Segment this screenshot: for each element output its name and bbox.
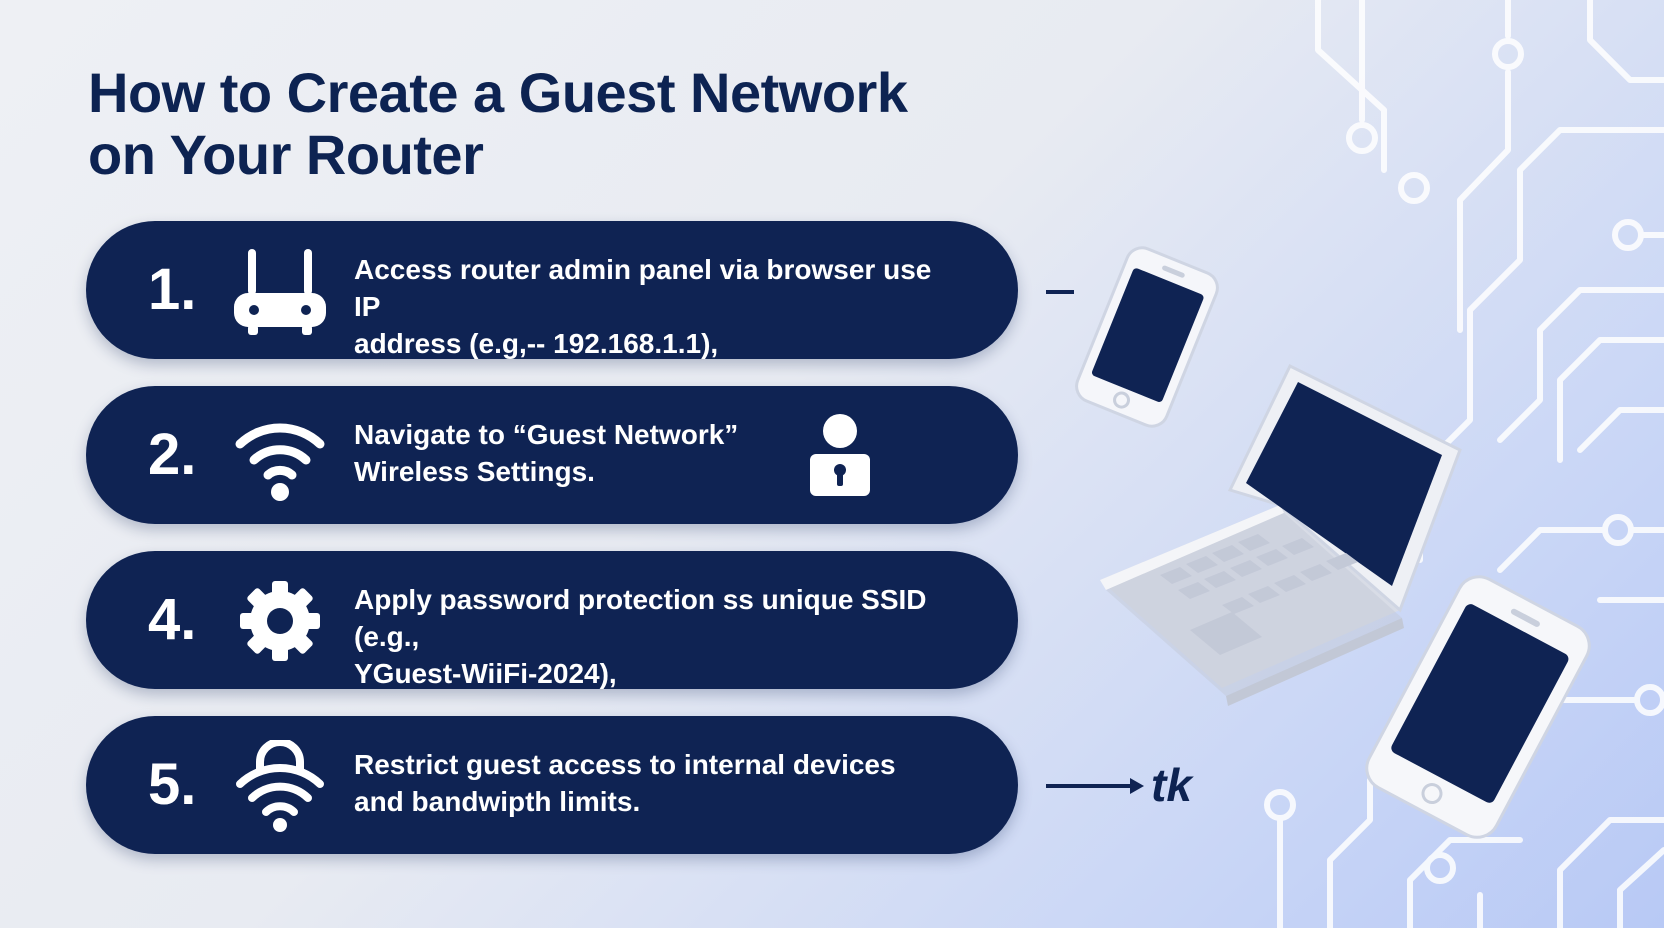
step-text-line-1: Restrict guest access to internal device… (354, 749, 896, 780)
title-line-1: How to Create a Guest Network (88, 61, 908, 124)
title-line-2: on Your Router (88, 123, 484, 186)
step-text: Access router admin panel via browser us… (354, 251, 964, 362)
wifi-icon (235, 423, 325, 501)
step-text: Apply password protection ss unique SSID… (354, 581, 964, 692)
step-text: Restrict guest access to internal device… (354, 746, 964, 820)
phone-icon (1075, 246, 1219, 428)
laptop-icon (1100, 363, 1462, 706)
step-card: 5. Restrict guest access to internal dev… (86, 716, 1018, 854)
step-card: 2. Navigate to “Guest Network” Wireless … (86, 386, 1018, 524)
user-lock-icon (810, 414, 870, 496)
arrow-head-icon (1130, 778, 1144, 794)
step-text-line-2: and bandwipth limits. (354, 786, 641, 817)
step-card: 1. Access router admin panel via browser… (86, 221, 1018, 359)
step-number: 5. (148, 752, 197, 817)
step-text-line-1: Apply password protection ss unique SSID… (354, 584, 927, 652)
step-text-line-2: YGuest-WiiFi-2024), (354, 658, 617, 689)
page-title: How to Create a Guest Network on Your Ro… (88, 61, 908, 186)
step-text-line-1: Access router admin panel via browser us… (354, 254, 932, 322)
step-card: 4. Apply password protection ss unique S… (86, 551, 1018, 689)
step-number: 1. (148, 257, 197, 322)
gear-icon (240, 581, 320, 661)
step-text: Navigate to “Guest Network” Wireless Set… (354, 416, 964, 490)
step-number: 2. (148, 422, 197, 487)
router-icon (234, 249, 326, 335)
step-number: 4. (148, 587, 197, 652)
step-text-line-2: Wireless Settings. (354, 456, 595, 487)
step-text-line-1: Navigate to “Guest Network” (354, 419, 739, 450)
side-label: tk (1151, 759, 1192, 811)
wifi-lock-icon (236, 740, 324, 832)
phone-icon (1365, 575, 1591, 839)
step-text-line-2: address (e.g,-- 192.168.1.1), (354, 328, 719, 359)
